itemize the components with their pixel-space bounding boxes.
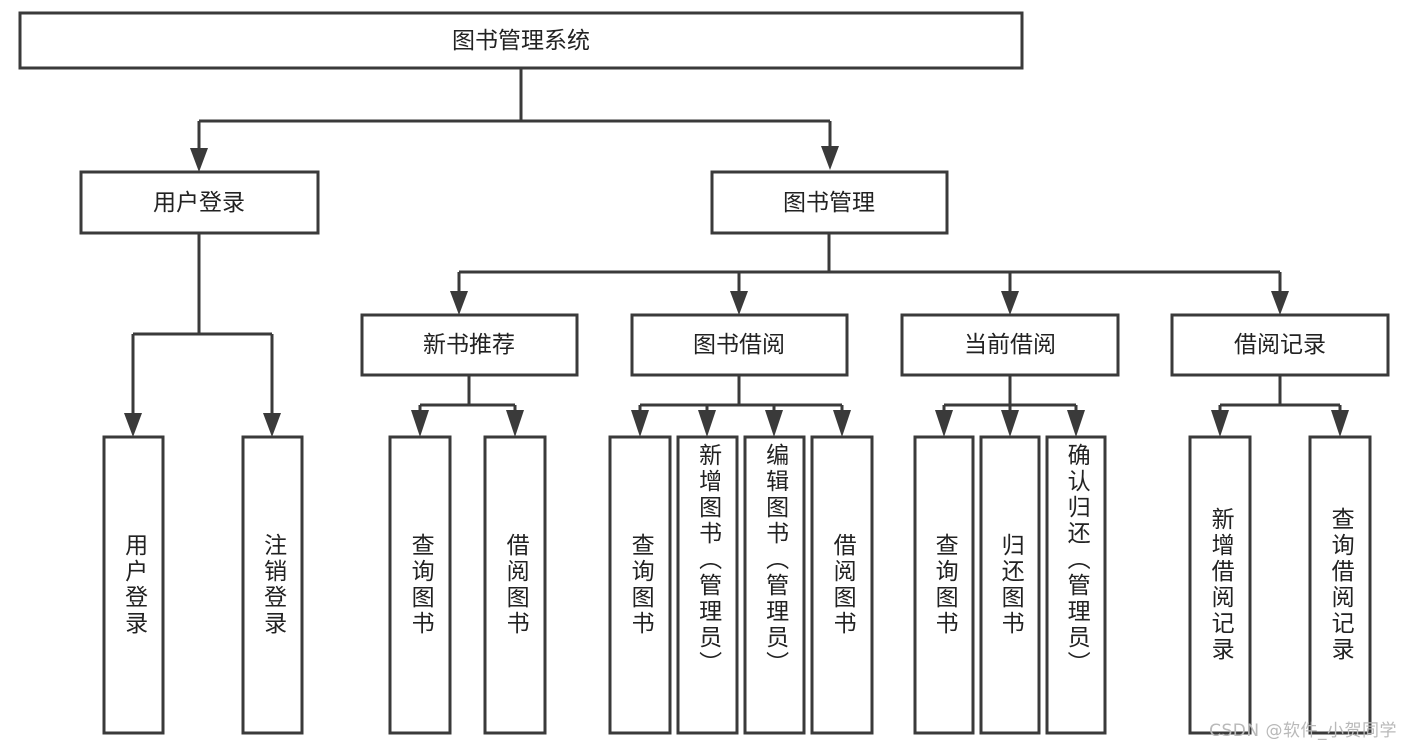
node-user-login-box[interactable]	[79, 170, 320, 235]
node-leaf-add-book-box[interactable]	[676, 435, 739, 735]
arrow-leaf-confirm-return	[1067, 410, 1085, 437]
arrow-book-manage	[821, 146, 839, 170]
node-book-borrow[interactable]: 图书借阅	[630, 313, 849, 377]
node-leaf-return-book-box[interactable]	[979, 435, 1041, 735]
node-book-manage[interactable]: 图书管理	[710, 170, 949, 235]
arrow-leaf-borrow-book	[833, 410, 851, 437]
node-leaf-query-book-current-box[interactable]	[913, 435, 975, 735]
node-book-borrow-box[interactable]	[630, 313, 849, 377]
arrow-leaf-query-record	[1331, 410, 1349, 437]
node-book-manage-label: 图书管理	[783, 190, 875, 216]
node-leaf-borrow-book-rec-box[interactable]	[483, 435, 547, 735]
arrow-book-borrow	[730, 291, 748, 315]
node-leaf-query-book-borrow-box[interactable]	[608, 435, 672, 735]
arrow-leaf-query-book-rec	[411, 410, 429, 437]
arrow-user-login	[190, 148, 208, 172]
node-borrow-record-box[interactable]	[1170, 313, 1390, 377]
node-root-label: 图书管理系统	[452, 28, 590, 54]
arrow-borrow-record	[1271, 291, 1289, 315]
watermark: CSDN @软件_小贺同学	[1209, 721, 1397, 741]
node-new-book-rec-label: 新书推荐	[423, 332, 515, 358]
arrow-leaf-add-record	[1211, 410, 1229, 437]
edges-book-manage-to-level2	[450, 233, 1289, 315]
edges-book-borrow-to-leaves	[631, 375, 851, 437]
arrow-leaf-return-book	[1001, 410, 1019, 437]
node-current-borrow[interactable]: 当前借阅	[900, 313, 1120, 377]
arrow-leaf-user-logout	[263, 413, 281, 437]
arrow-current-borrow	[1001, 291, 1019, 315]
arrow-leaf-borrow-book-rec	[506, 410, 524, 437]
edges-current-borrow-to-leaves	[935, 375, 1085, 437]
arrow-leaf-query-book-current	[935, 410, 953, 437]
arrow-leaf-user-login	[124, 413, 142, 437]
arrow-leaf-add-book	[698, 410, 716, 437]
node-book-manage-box[interactable]	[710, 170, 949, 235]
node-leaf-query-record-box[interactable]	[1308, 435, 1372, 735]
node-current-borrow-label: 当前借阅	[964, 332, 1056, 358]
node-borrow-record[interactable]: 借阅记录	[1170, 313, 1390, 377]
node-leaf-query-book-rec-box[interactable]	[388, 435, 452, 735]
arrow-new-book-rec	[450, 291, 468, 315]
node-leaf-edit-book-box[interactable]	[743, 435, 806, 735]
edges-root-to-level1	[190, 68, 839, 172]
edges-borrow-record-to-leaves	[1211, 375, 1349, 437]
node-user-login[interactable]: 用户登录	[79, 170, 320, 235]
node-root[interactable]: 图书管理系统	[18, 11, 1024, 70]
node-new-book-rec-box[interactable]	[360, 313, 579, 377]
edges-user-login-to-leaves	[124, 233, 281, 437]
leaf-boxes[interactable]	[102, 435, 1372, 735]
node-current-borrow-box[interactable]	[900, 313, 1120, 377]
node-leaf-borrow-book-box[interactable]	[810, 435, 874, 735]
node-leaf-add-record-box[interactable]	[1188, 435, 1252, 735]
arrow-leaf-query-book-borrow	[631, 410, 649, 437]
node-leaf-confirm-return-box[interactable]	[1045, 435, 1107, 735]
node-user-login-label: 用户登录	[153, 190, 245, 216]
node-leaf-user-login-box[interactable]	[102, 435, 165, 735]
arrow-leaf-edit-book	[765, 410, 783, 437]
node-borrow-record-label: 借阅记录	[1234, 332, 1326, 358]
node-leaf-user-logout-box[interactable]	[241, 435, 304, 735]
node-new-book-rec[interactable]: 新书推荐	[360, 313, 579, 377]
edges-new-book-rec-to-leaves	[411, 375, 524, 437]
node-book-borrow-label: 图书借阅	[693, 332, 785, 358]
node-root-box[interactable]	[18, 11, 1024, 70]
